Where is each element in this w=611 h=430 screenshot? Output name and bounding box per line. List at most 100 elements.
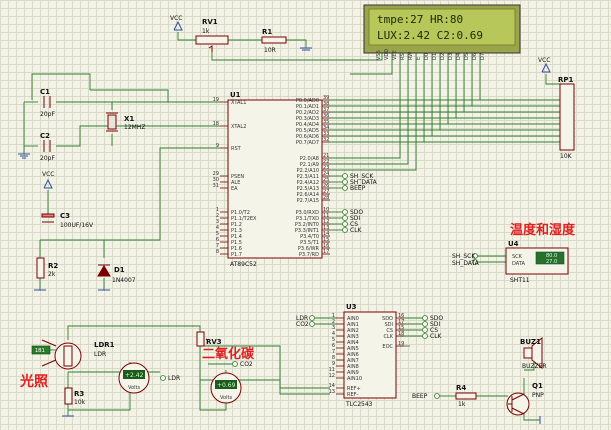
u3-pin-name: SDI [385, 322, 394, 328]
x1-ref: X1 [124, 115, 134, 123]
net-terminal[interactable] [309, 321, 315, 327]
net-terminal[interactable] [342, 209, 348, 215]
net-terminal[interactable] [434, 393, 440, 399]
u1-pin-number: 26 [323, 183, 329, 189]
u3-adc-body[interactable] [343, 311, 397, 399]
u1-pin-number: 35 [323, 119, 329, 125]
u1-pin-name: P0.3/AD3 [296, 116, 319, 122]
net-terminal[interactable] [422, 321, 428, 327]
u1-pin-number: 25 [323, 177, 329, 183]
rv1-value: 1k [202, 28, 210, 35]
u1-pin-name: P2.6/A14 [297, 192, 319, 198]
u1-ref: U1 [230, 91, 241, 99]
u3-pin-number: 1 [332, 313, 335, 319]
u3-pin-number: 16 [398, 313, 404, 319]
rv1-ref: RV1 [202, 18, 218, 26]
u1-pin-name: EA [231, 186, 238, 192]
buz1-ref: BUZ1 [520, 338, 541, 346]
net-terminal[interactable] [422, 333, 428, 339]
rv1-potentiometer-symbol [195, 35, 229, 45]
u1-pin-name: P1.0/T2 [231, 210, 250, 216]
net-sh-sck: SH_SCK [350, 173, 374, 180]
net-terminal[interactable] [309, 315, 315, 321]
net-terminal[interactable] [422, 327, 428, 333]
u3-pin-number: 6 [332, 343, 335, 349]
voltmeter-1[interactable] [118, 362, 150, 394]
net-terminal[interactable] [160, 375, 166, 381]
c1-value: 20pF [40, 111, 55, 118]
u1-pin-number: 27 [323, 189, 329, 195]
r4-ref: R4 [456, 384, 466, 392]
u1-pin-name: P1.3 [231, 228, 242, 234]
u1-pin-name: P1.7 [231, 252, 242, 258]
u3-part: TLC2543 [345, 401, 373, 408]
r1-value: 10R [264, 47, 276, 54]
u3-pin-name: AIN7 [347, 358, 359, 364]
u1-pin-name: P2.3/A11 [297, 174, 319, 180]
net-terminal[interactable] [342, 221, 348, 227]
u1-pin-number: 16 [323, 243, 329, 249]
lcd-line-2: LUX:2.42 C2:0.69 [377, 29, 483, 42]
lcd-pin-label: RW [408, 52, 414, 60]
u1-pin-number: 38 [323, 101, 329, 107]
u1-pin-number: 24 [323, 171, 329, 177]
u1-mcu-body[interactable] [227, 99, 323, 259]
u3-pin-name: AIN8 [347, 364, 359, 370]
u3-net-co2: CO2 [296, 321, 309, 328]
u3-pin-number: 5 [332, 337, 335, 343]
lcd-pin-label: VDD [384, 49, 390, 60]
u3-pin-number: 11 [329, 367, 335, 373]
u3-pin-number: 19 [398, 341, 404, 347]
u1-pin-name: PSEN [231, 174, 244, 180]
voltmeter-2[interactable] [210, 372, 242, 404]
u1-pin-name: P3.3/INT1 [295, 228, 319, 234]
u1-pin-number: 34 [323, 125, 329, 131]
voltmeter-1-value: +2.42 [125, 372, 144, 379]
c3-value: 100UF/16V [60, 222, 94, 229]
u3-pin-name: CS [386, 328, 393, 334]
u3-pin-name: AIN0 [347, 316, 359, 322]
u3-left-pins: AIN01AIN12AIN23AIN34AIN45AIN56AIN67AIN78… [329, 313, 362, 398]
u1-pin-name: P3.4/T0 [300, 234, 319, 240]
u3-pin-name: SDO [382, 316, 393, 322]
u1-pin-number: 17 [323, 249, 329, 255]
r4-symbol [455, 392, 477, 400]
lcd-pin-label: D2 [440, 53, 446, 60]
r4-net-beep: BEEP [412, 393, 428, 400]
net-terminal[interactable] [422, 315, 428, 321]
rv3-potentiometer-symbol [196, 331, 205, 347]
u1-pin-name: P3.0/RXD [296, 210, 320, 216]
voltmeter-1-net: LDR [168, 375, 180, 382]
net-terminal[interactable] [342, 173, 348, 179]
net-terminal[interactable] [472, 259, 478, 265]
ldr-torch-button[interactable] [31, 345, 51, 355]
u3-pin-number: 3 [332, 325, 335, 331]
temp-humidity-annotation: 温度和湿度 [510, 222, 576, 238]
light-annotation: 光照 [19, 373, 48, 390]
u4-pin-sck: SCK [512, 254, 523, 260]
u1-pin-name: P0.6/AD6 [296, 134, 319, 140]
net-terminal[interactable] [342, 227, 348, 233]
net-terminal[interactable] [472, 253, 478, 259]
voltmeter-1-display [123, 370, 145, 379]
u1-left-pins: XTAL119XTAL218RST9PSEN29ALE30EA31P1.0/T2… [213, 97, 257, 258]
net-terminal[interactable] [342, 215, 348, 221]
u3-pin-number: 4 [332, 331, 335, 337]
u3-net-cs: CS [430, 327, 438, 334]
net-terminal[interactable] [342, 185, 348, 191]
u1-pin-number: 8 [216, 249, 219, 255]
u1-pin-name: P3.6/WR [298, 246, 320, 252]
ldr1-ref: LDR1 [94, 341, 115, 349]
c2-ref: C2 [40, 132, 50, 140]
rv3-net: CO2 [240, 361, 253, 368]
net-terminal[interactable] [232, 361, 238, 367]
u3-pin-name: AIN10 [347, 376, 362, 382]
lcd-module[interactable]: tmpe:27 HR:80 LUX:2.42 C2:0.69 [363, 4, 521, 54]
u1-pin-name: XTAL2 [231, 124, 246, 130]
net-cs: CS [350, 221, 358, 228]
u3-pin-name: AIN6 [347, 352, 359, 358]
net-terminal[interactable] [342, 179, 348, 185]
u1-pin-number: 32 [323, 137, 329, 143]
u1-pin-name: P0.1/AD1 [296, 104, 319, 110]
